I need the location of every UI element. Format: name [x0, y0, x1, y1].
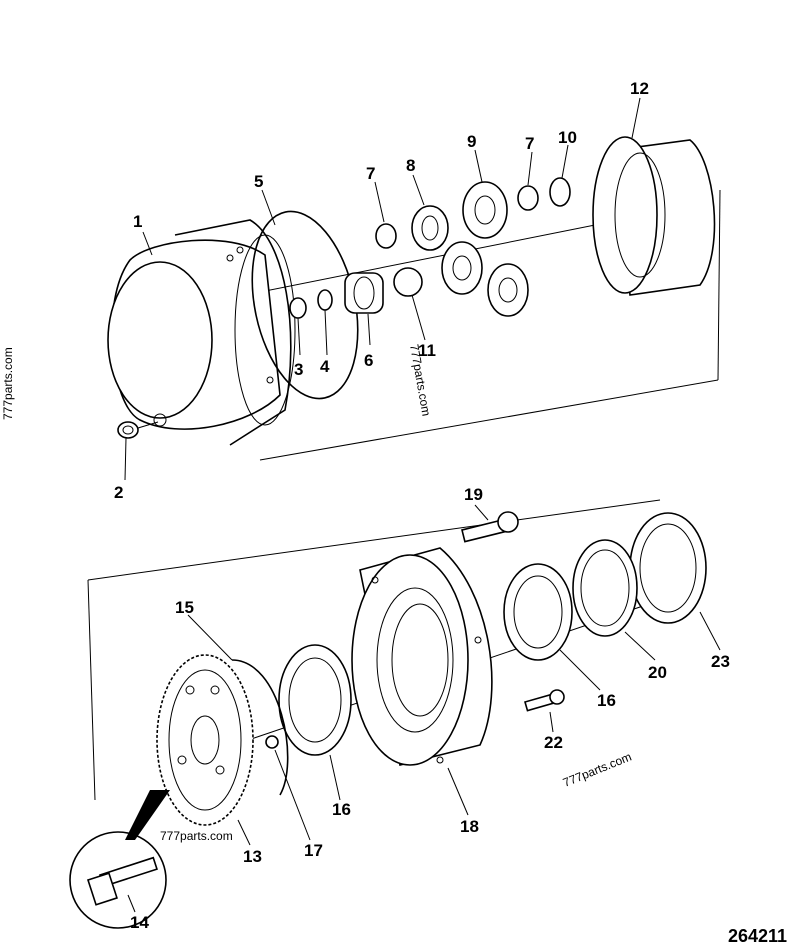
- callout-2: 2: [114, 483, 123, 502]
- watermark-lower-right: 777parts.com: [561, 750, 634, 790]
- planet-gears: [375, 177, 571, 317]
- callout-14: 14: [130, 913, 149, 932]
- callout-19: 19: [464, 485, 483, 504]
- part-callouts: 1 2 3 4 5 6 7 8 9 7 10 11 12 19 15 16 18…: [114, 79, 730, 932]
- sun-gear: [344, 272, 384, 314]
- callout-11: 11: [418, 341, 436, 360]
- watermark-left: 777parts.com: [1, 347, 15, 420]
- callout-10: 10: [558, 128, 577, 147]
- hub-housing: [107, 219, 296, 446]
- callout-15: 15: [175, 598, 194, 617]
- dowel: [265, 735, 279, 749]
- callout-16a: 16: [597, 691, 616, 710]
- callout-18: 18: [460, 817, 479, 836]
- outer-seal: [629, 512, 707, 624]
- drawing-number: 264211: [728, 926, 787, 946]
- callout-16b: 16: [332, 800, 351, 819]
- oil-seal: [572, 539, 638, 637]
- ring-gear: [592, 136, 716, 296]
- callout-9: 9: [467, 132, 476, 151]
- watermark-lower-left: 777parts.com: [160, 829, 233, 843]
- drain-plug: [117, 421, 159, 439]
- callout-22: 22: [544, 733, 563, 752]
- callout-6: 6: [364, 351, 373, 370]
- small-bolt: [524, 689, 565, 712]
- callout-17: 17: [304, 841, 323, 860]
- wheel-bolt: [461, 511, 519, 543]
- bush: [393, 267, 423, 297]
- callout-5: 5: [254, 172, 263, 191]
- leader-lines: [124, 97, 721, 913]
- callout-7b: 7: [525, 134, 534, 153]
- callout-4: 4: [320, 357, 330, 376]
- thrust-washer: [289, 297, 307, 319]
- circlip: [317, 289, 333, 311]
- callout-1: 1: [133, 212, 142, 231]
- callout-7a: 7: [366, 164, 375, 183]
- callout-23: 23: [711, 652, 730, 671]
- callout-12: 12: [630, 79, 649, 98]
- reluctor-ring: [156, 654, 254, 826]
- detail-bolt-14: [69, 790, 170, 929]
- wheel-hub: [351, 547, 493, 766]
- callout-8: 8: [406, 156, 415, 175]
- taper-bearing-outer: [503, 563, 573, 661]
- callout-13: 13: [243, 847, 262, 866]
- callout-3: 3: [294, 360, 303, 379]
- callout-20: 20: [648, 663, 667, 682]
- taper-bearing-inner: [278, 644, 352, 756]
- large-circlip: [231, 659, 289, 796]
